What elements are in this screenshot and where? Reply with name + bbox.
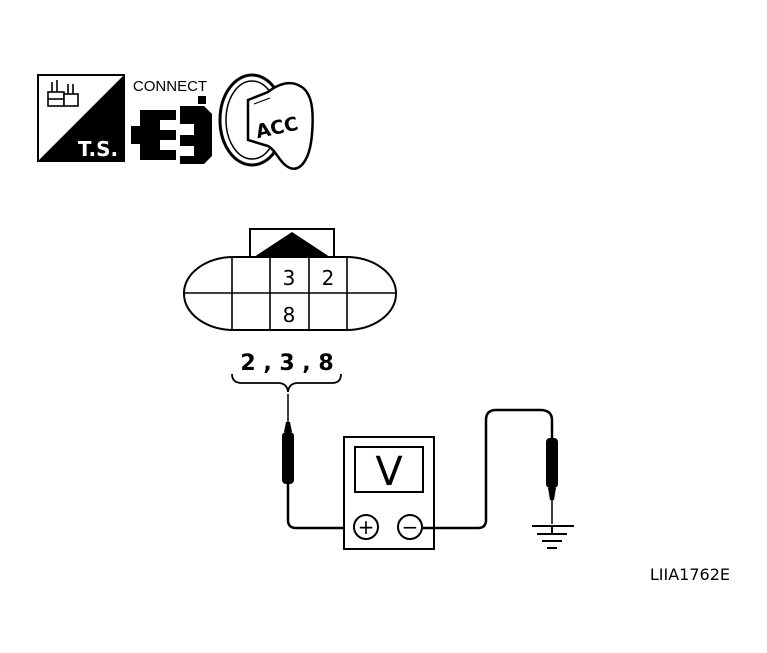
figure-id-label: LIIA1762E (650, 565, 730, 584)
ts-connector-glyph (47, 80, 79, 107)
pin-3-label: 3 (283, 266, 296, 290)
connector-lock-arrow (254, 232, 330, 257)
positive-terminal (353, 514, 379, 540)
tested-terminals-label: 2 , 3 , 8 (240, 351, 333, 376)
positive-terminal-symbol: + (358, 515, 375, 539)
meter-display-value: V (375, 449, 403, 495)
connector-face: 3 2 8 (183, 228, 397, 331)
terminal-brace (231, 373, 342, 393)
ts-icon: T.S. (37, 74, 125, 162)
negative-probe (422, 408, 558, 530)
ts-label: T.S. (78, 137, 118, 161)
positive-probe (282, 394, 354, 530)
connect-label: CONNECT (133, 78, 207, 95)
meter-display (354, 446, 424, 493)
pin-8-label: 8 (283, 303, 296, 327)
voltmeter: V + − (343, 436, 435, 550)
pin-2-label: 2 (322, 266, 335, 290)
negative-terminal-symbol: − (402, 515, 419, 539)
ground-symbol (532, 525, 574, 549)
key-acc-icon: ACC (218, 73, 314, 170)
connect-icon: CONNECT (131, 78, 212, 164)
